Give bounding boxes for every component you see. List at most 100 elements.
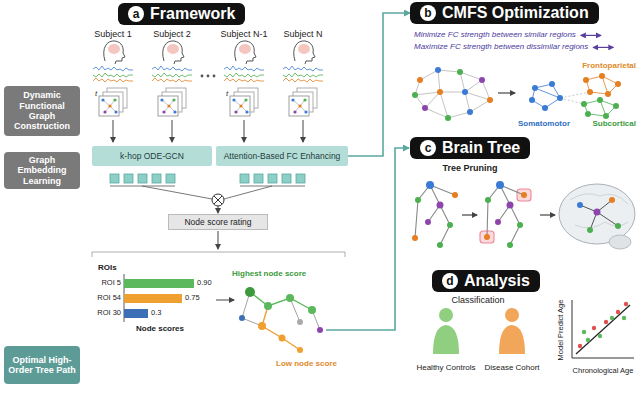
node-label: k-hop ODE-GCN (120, 151, 184, 161)
annotation-label: Subject 1 (94, 30, 132, 40)
panel-letter: a (128, 6, 144, 22)
brain-illustration-part (615, 223, 621, 229)
annotation-label: Minimize FC strength between similar reg… (414, 31, 576, 40)
brain-tree-full-part-part (452, 192, 458, 198)
ellipsis-dots-part (213, 75, 216, 78)
scatter-plot-part (604, 320, 608, 324)
graph-after-part-part (585, 111, 591, 117)
product-symbol-part (218, 231, 219, 249)
tree-nodes-part (279, 335, 286, 342)
brain-illustration-part (594, 209, 601, 216)
brain-tree-pruned-part-part (521, 192, 527, 198)
scatter-plot-part (622, 316, 626, 320)
product-symbol-part (218, 206, 219, 213)
node-label: Attention-Based FC Enhancing (224, 151, 341, 161)
brain-tree-full-part (412, 181, 458, 248)
embedding-vectors-part (152, 174, 161, 183)
annotation-label: Highest node score (232, 270, 306, 279)
embedding-vectors-part (240, 174, 249, 183)
scatter-plot-part (578, 344, 582, 348)
brain-tree-full-part-part (447, 222, 453, 228)
subject-icons-part (93, 41, 133, 142)
tree-nodes-part (239, 315, 245, 321)
brain-illustration-part (609, 197, 615, 203)
merge-lines-part (110, 186, 212, 199)
graph-after-part (529, 73, 621, 119)
process-arrow (540, 214, 555, 215)
graph-after-part (532, 84, 560, 108)
brain-tree-pruned-part-part (484, 234, 490, 240)
tree-nodes-part (245, 287, 255, 297)
ellipsis-dots-part (201, 75, 204, 78)
subject-icons (93, 41, 323, 142)
node-label: Dynamic Functional Graph Construction (8, 90, 76, 131)
scatter-plot (572, 300, 634, 358)
tree-path-part (250, 292, 312, 310)
node-label: Framework (150, 5, 235, 23)
annotation-label: Subcortical (592, 120, 636, 129)
graph-after-part-part (599, 73, 605, 79)
annotation-label: ROI 5 (101, 279, 121, 287)
annotation-label: Tree Pruning (442, 164, 497, 174)
tree-nodes-part (258, 322, 266, 330)
scatter-plot-part (582, 330, 586, 334)
graph-after-part-part (603, 113, 609, 119)
panel-letter: c (420, 140, 436, 156)
graph-after-part-part (605, 91, 611, 97)
stage-box: Dynamic Functional Graph Construction (4, 86, 80, 136)
embedding-vectors-part (268, 174, 277, 183)
graph-after-part-part (549, 81, 555, 87)
brain-tree-pruned-part (484, 181, 527, 248)
node-score-bars-part (124, 279, 194, 288)
tree-nodes-part (317, 327, 323, 333)
subject-icons-part (152, 41, 192, 142)
graph-before-part-part (445, 115, 451, 121)
node-label: Optimal High-Order Tree Path (8, 355, 76, 376)
person-icons-part (499, 325, 525, 354)
node-score-bars-part (124, 309, 148, 318)
brain-tree-full-part-part (415, 197, 421, 203)
graph-after-part-part (587, 89, 593, 95)
stage-box: Graph Embedding Learning (4, 152, 80, 189)
scatter-plot-part (586, 338, 590, 342)
person-icons-part (439, 308, 453, 322)
brain-tree-pruned-part-part (485, 197, 491, 203)
person-icons-part (505, 308, 519, 322)
ellipsis-dots (201, 75, 216, 78)
graph-before-part-part (422, 105, 428, 111)
tree-nodes-part (308, 306, 316, 314)
product-symbol (92, 194, 345, 257)
scatter-plot-part (572, 300, 634, 358)
panel-header: cBrain Tree (410, 137, 530, 159)
brain-illustration-part (570, 194, 628, 228)
annotation-label: 0.75 (185, 294, 200, 302)
graph-before-part-part (479, 77, 485, 83)
double-arrow (593, 47, 613, 48)
annotation-label: t (95, 90, 97, 99)
tree-nodes-part (286, 294, 294, 302)
merge-lines-part (224, 186, 305, 199)
brain-illustration-part (587, 227, 593, 233)
annotation-label: Subject N (283, 30, 322, 40)
node-label: CMFS Optimization (442, 4, 589, 22)
graph-before-part-part (487, 97, 493, 103)
brain-tree-full-part-part (412, 235, 418, 241)
graph-after (529, 73, 621, 119)
scatter-plot-part (576, 305, 630, 354)
annotation-label: Maximize FC strength between dissimilar … (414, 43, 588, 52)
graph-after-part-part (615, 81, 621, 87)
person-icons-part (433, 325, 459, 354)
annotation-label: ROI 30 (97, 309, 121, 317)
brain-tree-pruned-part-part (496, 181, 504, 189)
brain-tree-pruned (480, 181, 531, 248)
node-score-bars (124, 274, 234, 322)
brain-illustration-part (580, 200, 618, 230)
tree-nodes-part (297, 347, 303, 353)
tree-path-part (262, 306, 300, 350)
annotation-label: Classification (451, 296, 504, 306)
annotation-label: Chronological Age (573, 367, 634, 375)
brain-tree-full-part-part (437, 242, 443, 248)
embedding-vectors-part (166, 174, 175, 183)
annotation-label: Model Predict Age (557, 300, 565, 361)
